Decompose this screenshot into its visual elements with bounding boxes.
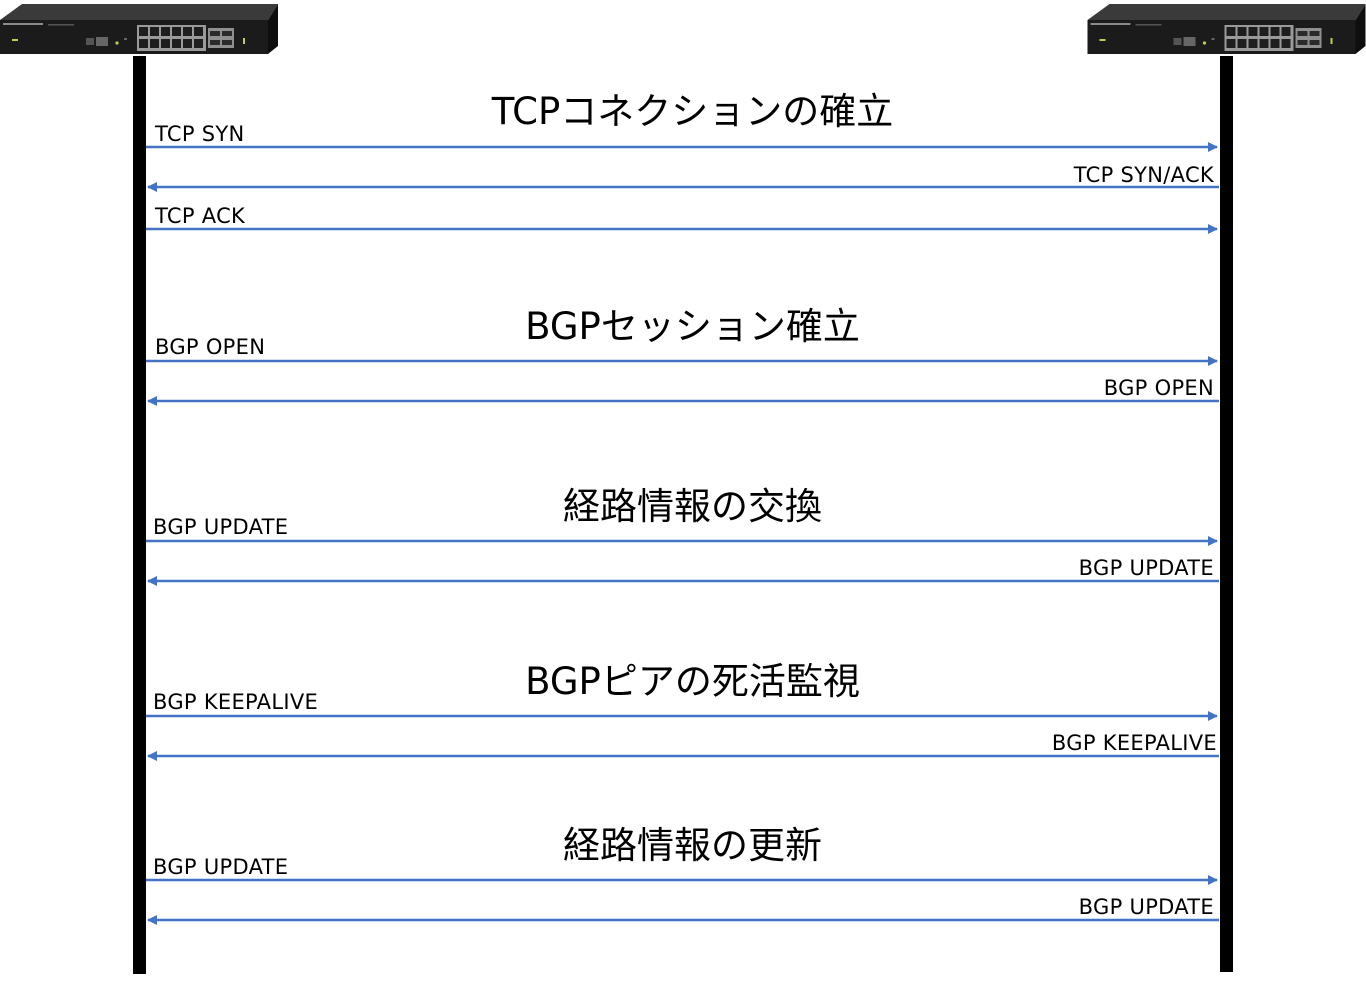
message-label: TCP SYN/ACK [1073, 163, 1214, 187]
phase-title-route-exchange: 経路情報の交換 [563, 485, 822, 528]
message-label: BGP KEEPALIVE [1051, 731, 1217, 755]
message-label: BGP OPEN [155, 335, 266, 359]
message-label: BGP UPDATE [153, 515, 289, 539]
message-label: TCP ACK [155, 204, 246, 228]
phase-title-bgp-session: BGPセッション確立 [525, 305, 860, 348]
network-switch-icon [1087, 4, 1366, 54]
network-switch-icon [0, 4, 278, 54]
message-label: TCP SYN [155, 122, 245, 146]
message-label: BGP UPDATE [153, 855, 289, 879]
right-lifeline [1220, 56, 1233, 972]
message-label: BGP KEEPALIVE [153, 690, 319, 714]
left-lifeline [133, 56, 146, 974]
phase-title-tcp-connection: TCPコネクションの確立 [491, 90, 894, 133]
message-label: BGP OPEN [1103, 376, 1214, 400]
message-label: BGP UPDATE [1078, 895, 1214, 919]
message-label: BGP UPDATE [1078, 556, 1214, 580]
phase-title-route-update: 経路情報の更新 [563, 824, 822, 867]
phase-title-peer-liveness: BGPピアの死活監視 [525, 660, 860, 703]
